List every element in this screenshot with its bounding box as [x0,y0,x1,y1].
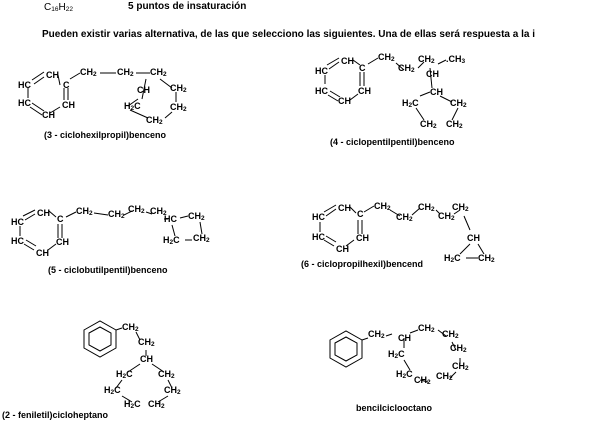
atom-ch2: CH2 [368,329,385,340]
atom-h2c: H2C [104,385,121,396]
atom-h2c: H2C [124,101,141,112]
atom-ch2: CH2 [478,253,495,264]
atom-ch2: CH2 [442,329,459,340]
atom-ch2: CH2 [170,102,187,113]
atom-hc: HC [18,80,31,90]
atom-hc: HC [11,217,24,227]
atom-ch2: CH2 [164,385,181,396]
molecule-1-name: (3 - ciclohexilpropil)benceno [44,130,167,140]
atom-ch: CH [430,87,443,97]
atom-c: C [57,214,64,224]
atom-ch: CH [338,203,351,213]
atom-ch2: CH2 [76,206,93,217]
atom-ch2: CH2 [452,361,469,372]
atom-hc: HC [312,212,325,222]
atom-ch: CH [356,233,369,243]
atom-h2c: H2C [124,399,141,410]
atom-ch2: CH2 [438,211,455,222]
atom-ch: CH [37,208,50,218]
atom-ch2: CH2 [452,202,469,213]
intro-text: Pueden existir varias alternativa, de la… [42,29,536,40]
atom-ch2: CH2 [378,52,395,63]
molecule-4-name: (6 - ciclopropilhexil)bencend [301,259,424,269]
atom-h2c: H2C [402,98,419,109]
atom-ch2: CH2 [148,399,165,410]
atom-ch2: CH2 [80,67,97,78]
atom-hc: HC [18,98,31,108]
atom-ch2: CH2 [446,119,463,130]
atom-ch2: CH2 [117,67,134,78]
atom-c: C [357,209,364,219]
atom-ch2: CH2 [418,323,435,334]
atom-ch3: .CH3 [446,54,466,65]
atom-ch2: CH2 [374,201,391,212]
atom-ch: CH [137,85,150,95]
atom-hc: HC [164,214,177,224]
unsaturation-label: 5 puntos de insaturación [128,1,247,12]
molecule-2-name: (4 - ciclopentilpentil)benceno [330,137,455,147]
atom-ch2: CH2 [138,337,155,348]
atom-ch: CH [358,86,371,96]
molecule-3-name: (5 - ciclobutilpentil)benceno [48,265,168,275]
molecule-5-name: (2 - feniletil)cicloheptano [2,410,109,420]
atom-ch: CH [62,100,75,110]
atom-ch: CH [467,233,480,243]
atom-c: C [63,80,70,90]
atom-ch2: CH2 [193,233,210,244]
atom-ch2: CH2 [158,369,175,380]
atom-ch2: CH2 [436,371,453,382]
atom-ch2: CH2 [150,206,167,217]
atom-ch: CH [398,333,411,343]
atom-ch2: CH2 [396,212,413,223]
atom-ch2: CH2 [128,204,145,215]
atom-ch2: CH2 [418,54,435,65]
atom-hc: HC [11,236,24,246]
atom-hc: HC [315,66,328,76]
atom-h2c: H2C [116,369,133,380]
atom-h2c: H2C [396,369,413,380]
atom-ch: CH [341,56,354,66]
atom-ch: CH [426,69,439,79]
atom-hc: HC [315,86,328,96]
atom-ch2: CH2 [418,202,435,213]
atom-ch: CH [336,244,349,254]
atom-ch2: CH2 [188,211,205,222]
atom-hc: HC [312,232,325,242]
molecule-6-name: bencilciclooctano [356,403,433,413]
atom-ch2: CH2 [108,209,125,220]
atom-ch2: CH2 [122,322,139,333]
atom-ch: CH [36,248,49,258]
atom-ch: CH [46,70,59,80]
atom-ch2: CH2 [420,119,437,130]
atom-ch2: CH2 [450,98,467,109]
atom-c: C [359,63,366,73]
atom-h2c: H2C [163,235,180,246]
atom-ch2: CH2 [450,343,467,354]
atom-ch: CH [140,354,153,364]
atom-h2c: H2C [388,349,405,360]
atom-ch2: CH2 [414,375,431,386]
atom-ch: CH [42,110,55,120]
atom-h2c: H2C [444,253,461,264]
atom-ch2: CH2 [398,63,415,74]
atom-ch2: CH2 [146,115,163,126]
atom-ch2: CH2 [170,83,187,94]
atom-ch: CH [56,237,69,247]
atom-ch: CH [338,96,351,106]
formula-label: C16H22 [44,2,73,13]
atom-ch2: CH2 [150,67,167,78]
